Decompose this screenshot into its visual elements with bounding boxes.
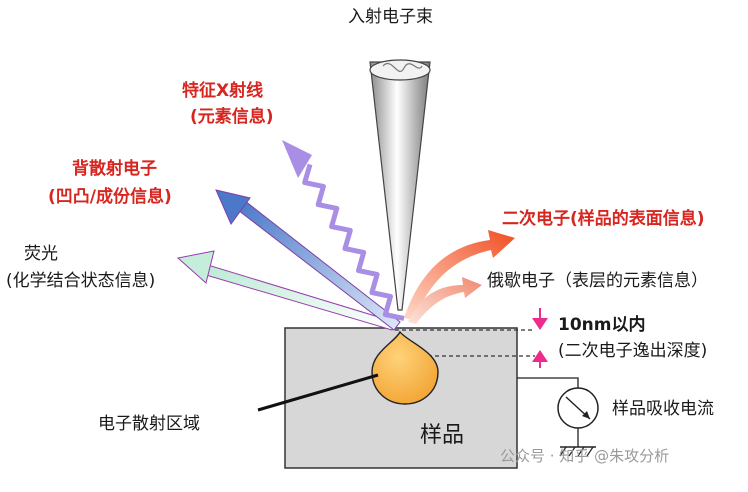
backscatter-arrow xyxy=(215,189,401,331)
depth-arrows xyxy=(532,308,548,368)
depth-note: (二次电子逸出深度) xyxy=(558,341,708,361)
backscatter-info: (凹凸/成份信息) xyxy=(48,187,172,207)
xray-info: (元素信息) xyxy=(190,107,274,127)
depth-value: 10nm以内 xyxy=(558,315,646,335)
scatter-region-label: 电子散射区域 xyxy=(98,414,200,434)
scatter-region-droplet xyxy=(371,330,439,405)
backscatter-title: 背散射电子 xyxy=(72,159,157,179)
beam-top-ellipse xyxy=(369,59,431,81)
incident-beam-label: 入射电子束 xyxy=(348,7,433,27)
watermark: 公众号 · 知乎 @朱攻分析 xyxy=(500,447,670,465)
scatter-region-pointer xyxy=(257,373,379,412)
xray-zigzag xyxy=(282,140,405,321)
absorbed-current-circuit xyxy=(517,377,599,457)
beam-twist-icon xyxy=(382,63,423,72)
secondary-label: 二次电子(样品的表面信息) xyxy=(502,209,705,229)
sample-label: 样品 xyxy=(420,423,465,448)
fluorescence-title: 荧光 xyxy=(24,244,58,264)
auger-arrow xyxy=(408,277,482,324)
fluorescence-info: (化学结合状态信息) xyxy=(6,271,156,291)
xray-title: 特征X射线 xyxy=(182,81,264,101)
auger-label: 俄歇电子（表层的元素信息） xyxy=(487,271,708,291)
absorbed-current-label: 样品吸收电流 xyxy=(612,399,714,419)
